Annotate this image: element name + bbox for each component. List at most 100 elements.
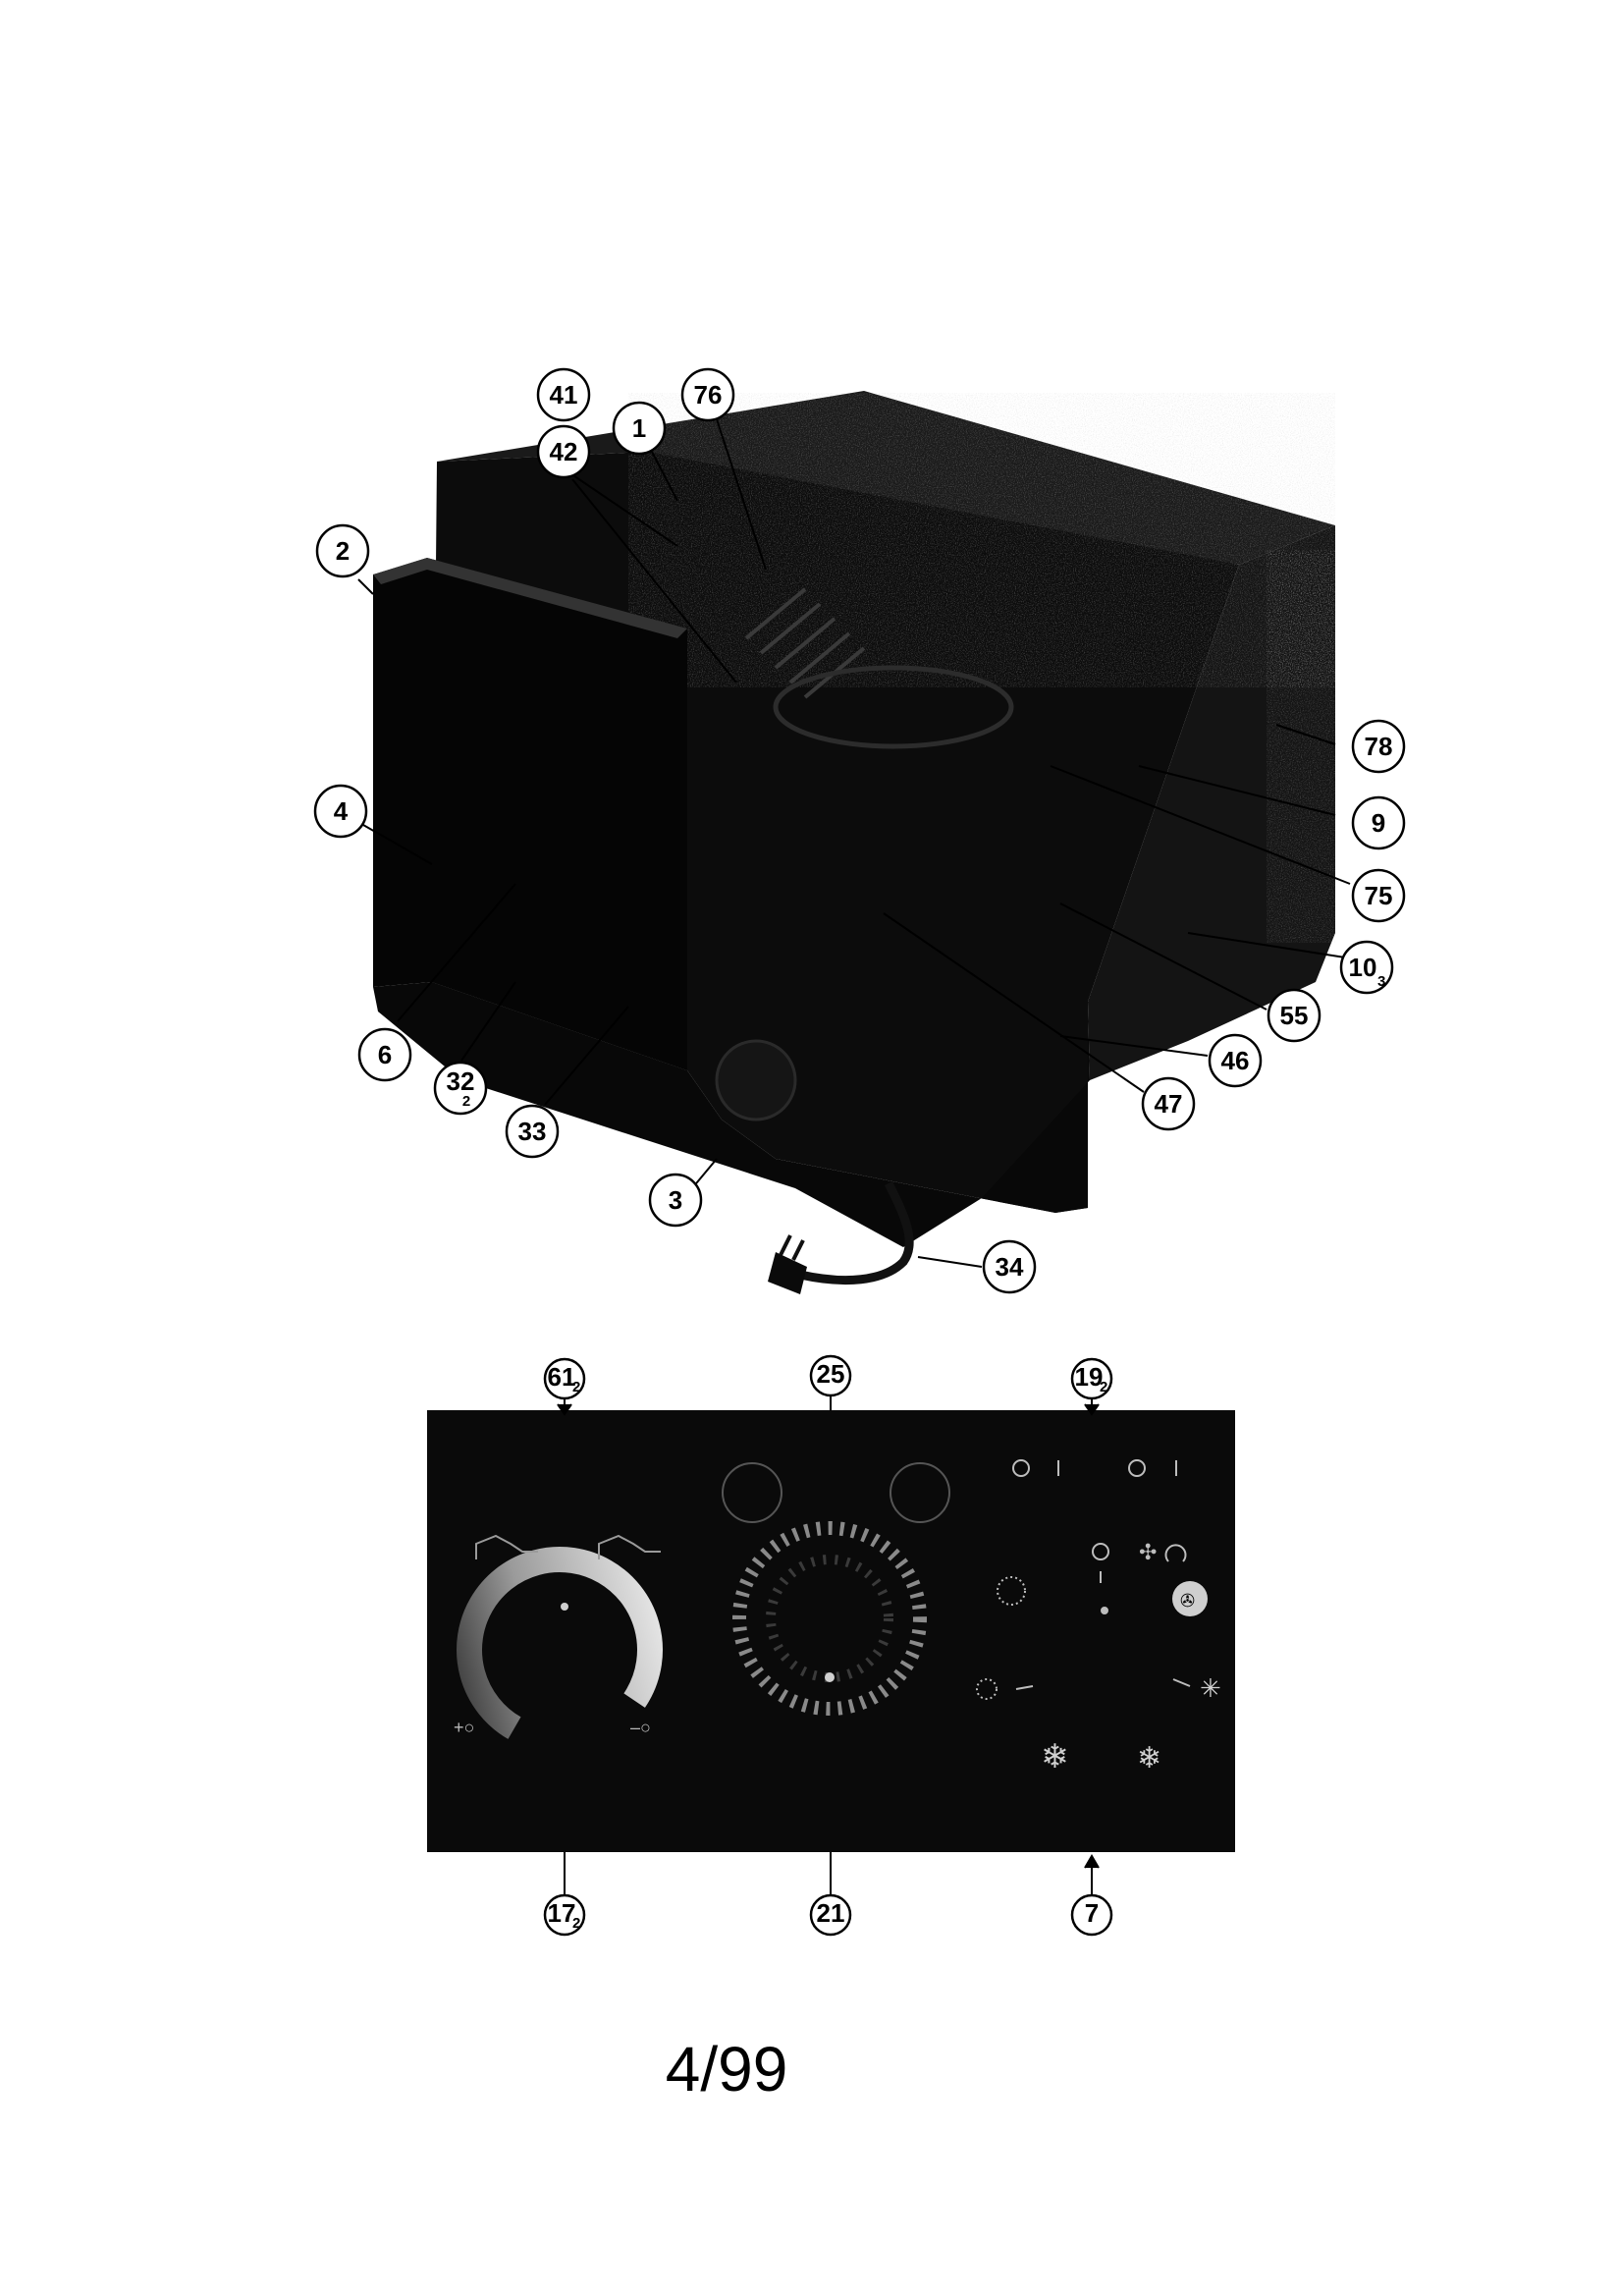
- leader-33: [544, 1006, 629, 1106]
- power-plug: [768, 1252, 807, 1294]
- switch-off-symbol-1-icon: [1012, 1459, 1030, 1477]
- switch-off-symbol-2-icon: [1128, 1459, 1146, 1477]
- svg-text:1: 1: [632, 413, 646, 443]
- callout-9: 9: [1351, 795, 1406, 850]
- panel-leaders: [557, 1395, 1100, 1894]
- svg-text:78: 78: [1365, 732, 1393, 761]
- callout-3: 3: [648, 1173, 703, 1228]
- svg-text:✇: ✇: [1180, 1591, 1195, 1612]
- svg-text:61: 61: [548, 1362, 576, 1392]
- leader-7: [1084, 1854, 1100, 1894]
- svg-text:2: 2: [1100, 1379, 1107, 1395]
- front-knob: [715, 1039, 797, 1121]
- callout-32: 322: [433, 1061, 488, 1116]
- svg-text:17: 17: [548, 1898, 576, 1928]
- svg-text:2: 2: [572, 1915, 580, 1932]
- svg-text:3: 3: [669, 1185, 682, 1215]
- temperature-symbols: [475, 1534, 661, 1559]
- callout-78: 78: [1351, 719, 1406, 774]
- callout-61: 612: [543, 1357, 586, 1400]
- switch-row: [1012, 1459, 1177, 1477]
- mode-indicator-icon: [1092, 1543, 1109, 1560]
- callout-34: 34: [982, 1239, 1037, 1294]
- leader-61: [557, 1399, 572, 1416]
- power-cord: [799, 1180, 914, 1285]
- callout-55: 55: [1267, 988, 1321, 1043]
- svg-text:33: 33: [518, 1117, 547, 1146]
- indicator-lamp-left: [722, 1462, 782, 1523]
- leader-42: [571, 478, 737, 683]
- svg-text:10: 10: [1349, 953, 1377, 982]
- callout-41: 41: [536, 367, 591, 422]
- svg-text:2: 2: [462, 1093, 470, 1110]
- insulation-texture-right: [1267, 550, 1335, 943]
- svg-text:76: 76: [694, 380, 723, 410]
- leader-9: [1138, 765, 1336, 816]
- callout-33: 33: [505, 1104, 560, 1159]
- svg-text:19: 19: [1075, 1362, 1104, 1392]
- svg-text:6: 6: [378, 1040, 392, 1069]
- leader-19: [1084, 1399, 1100, 1416]
- svg-text:21: 21: [817, 1898, 845, 1928]
- svg-text:42: 42: [550, 437, 578, 466]
- leader-46: [1059, 1035, 1209, 1057]
- callout-47: 47: [1141, 1076, 1196, 1131]
- fan-symbol-icon: ✣: [1139, 1541, 1157, 1565]
- callout-7: 7: [1070, 1893, 1113, 1937]
- callout-25: 25: [809, 1354, 852, 1397]
- indicator-lamp-right: [890, 1462, 950, 1523]
- leader-34: [917, 1256, 983, 1268]
- callout-75: 75: [1351, 868, 1406, 923]
- svg-text:41: 41: [550, 380, 578, 410]
- leader-lines: [357, 418, 1351, 1268]
- callout-6: 6: [357, 1027, 412, 1082]
- appliance-illustration: [373, 391, 1335, 1294]
- front-panel: [373, 558, 687, 1070]
- svg-text:46: 46: [1221, 1046, 1250, 1075]
- callout-2: 2: [315, 523, 370, 578]
- leader-75: [1050, 765, 1351, 885]
- rotate-symbol-icon: [1164, 1544, 1187, 1562]
- leader-32: [460, 981, 516, 1062]
- front-panel-rim: [373, 558, 687, 638]
- callout-1: 1: [612, 401, 667, 456]
- housing-opening: [773, 665, 1014, 749]
- svg-text:75: 75: [1365, 881, 1393, 910]
- timer-dial: [732, 1521, 927, 1716]
- svg-text:7: 7: [1085, 1898, 1099, 1928]
- leader-76: [716, 418, 767, 571]
- svg-text:2: 2: [336, 536, 350, 566]
- callout-19: 192: [1070, 1357, 1113, 1400]
- insulation-texture: [628, 393, 1335, 687]
- leader-47: [883, 912, 1145, 1093]
- leader-10: [1187, 932, 1346, 958]
- svg-text:55: 55: [1280, 1001, 1309, 1030]
- snowflake-icon-1: ✳: [1200, 1674, 1221, 1704]
- svg-text:–○: –○: [630, 1718, 651, 1737]
- leader-1: [651, 451, 678, 502]
- snowflake-icon-2: ❄: [1041, 1737, 1069, 1777]
- leader-55: [1059, 902, 1267, 1011]
- snowflake-icon-3: ❄: [1137, 1741, 1161, 1776]
- defrost-dial: [997, 1576, 1026, 1606]
- control-panel-face: [427, 1410, 1235, 1852]
- thermostat-dial: +○ –○: [454, 1547, 663, 1753]
- control-panel: +○ –○ ✣: [427, 1410, 1235, 1852]
- svg-text:3: 3: [1377, 973, 1385, 990]
- leader-2: [357, 578, 374, 595]
- callout-17: 172: [543, 1893, 586, 1937]
- callout-21: 21: [809, 1893, 852, 1937]
- leader-4: [362, 824, 433, 865]
- temp-symbol-right-icon: [598, 1534, 661, 1559]
- callout-76: 76: [680, 367, 735, 422]
- svg-text:2: 2: [572, 1379, 580, 1395]
- callout-46: 46: [1208, 1033, 1263, 1088]
- svg-text:4: 4: [334, 796, 349, 826]
- svg-text:34: 34: [996, 1252, 1024, 1282]
- leader-41: [564, 468, 678, 547]
- svg-text:25: 25: [817, 1359, 845, 1389]
- callout-4: 4: [313, 784, 368, 839]
